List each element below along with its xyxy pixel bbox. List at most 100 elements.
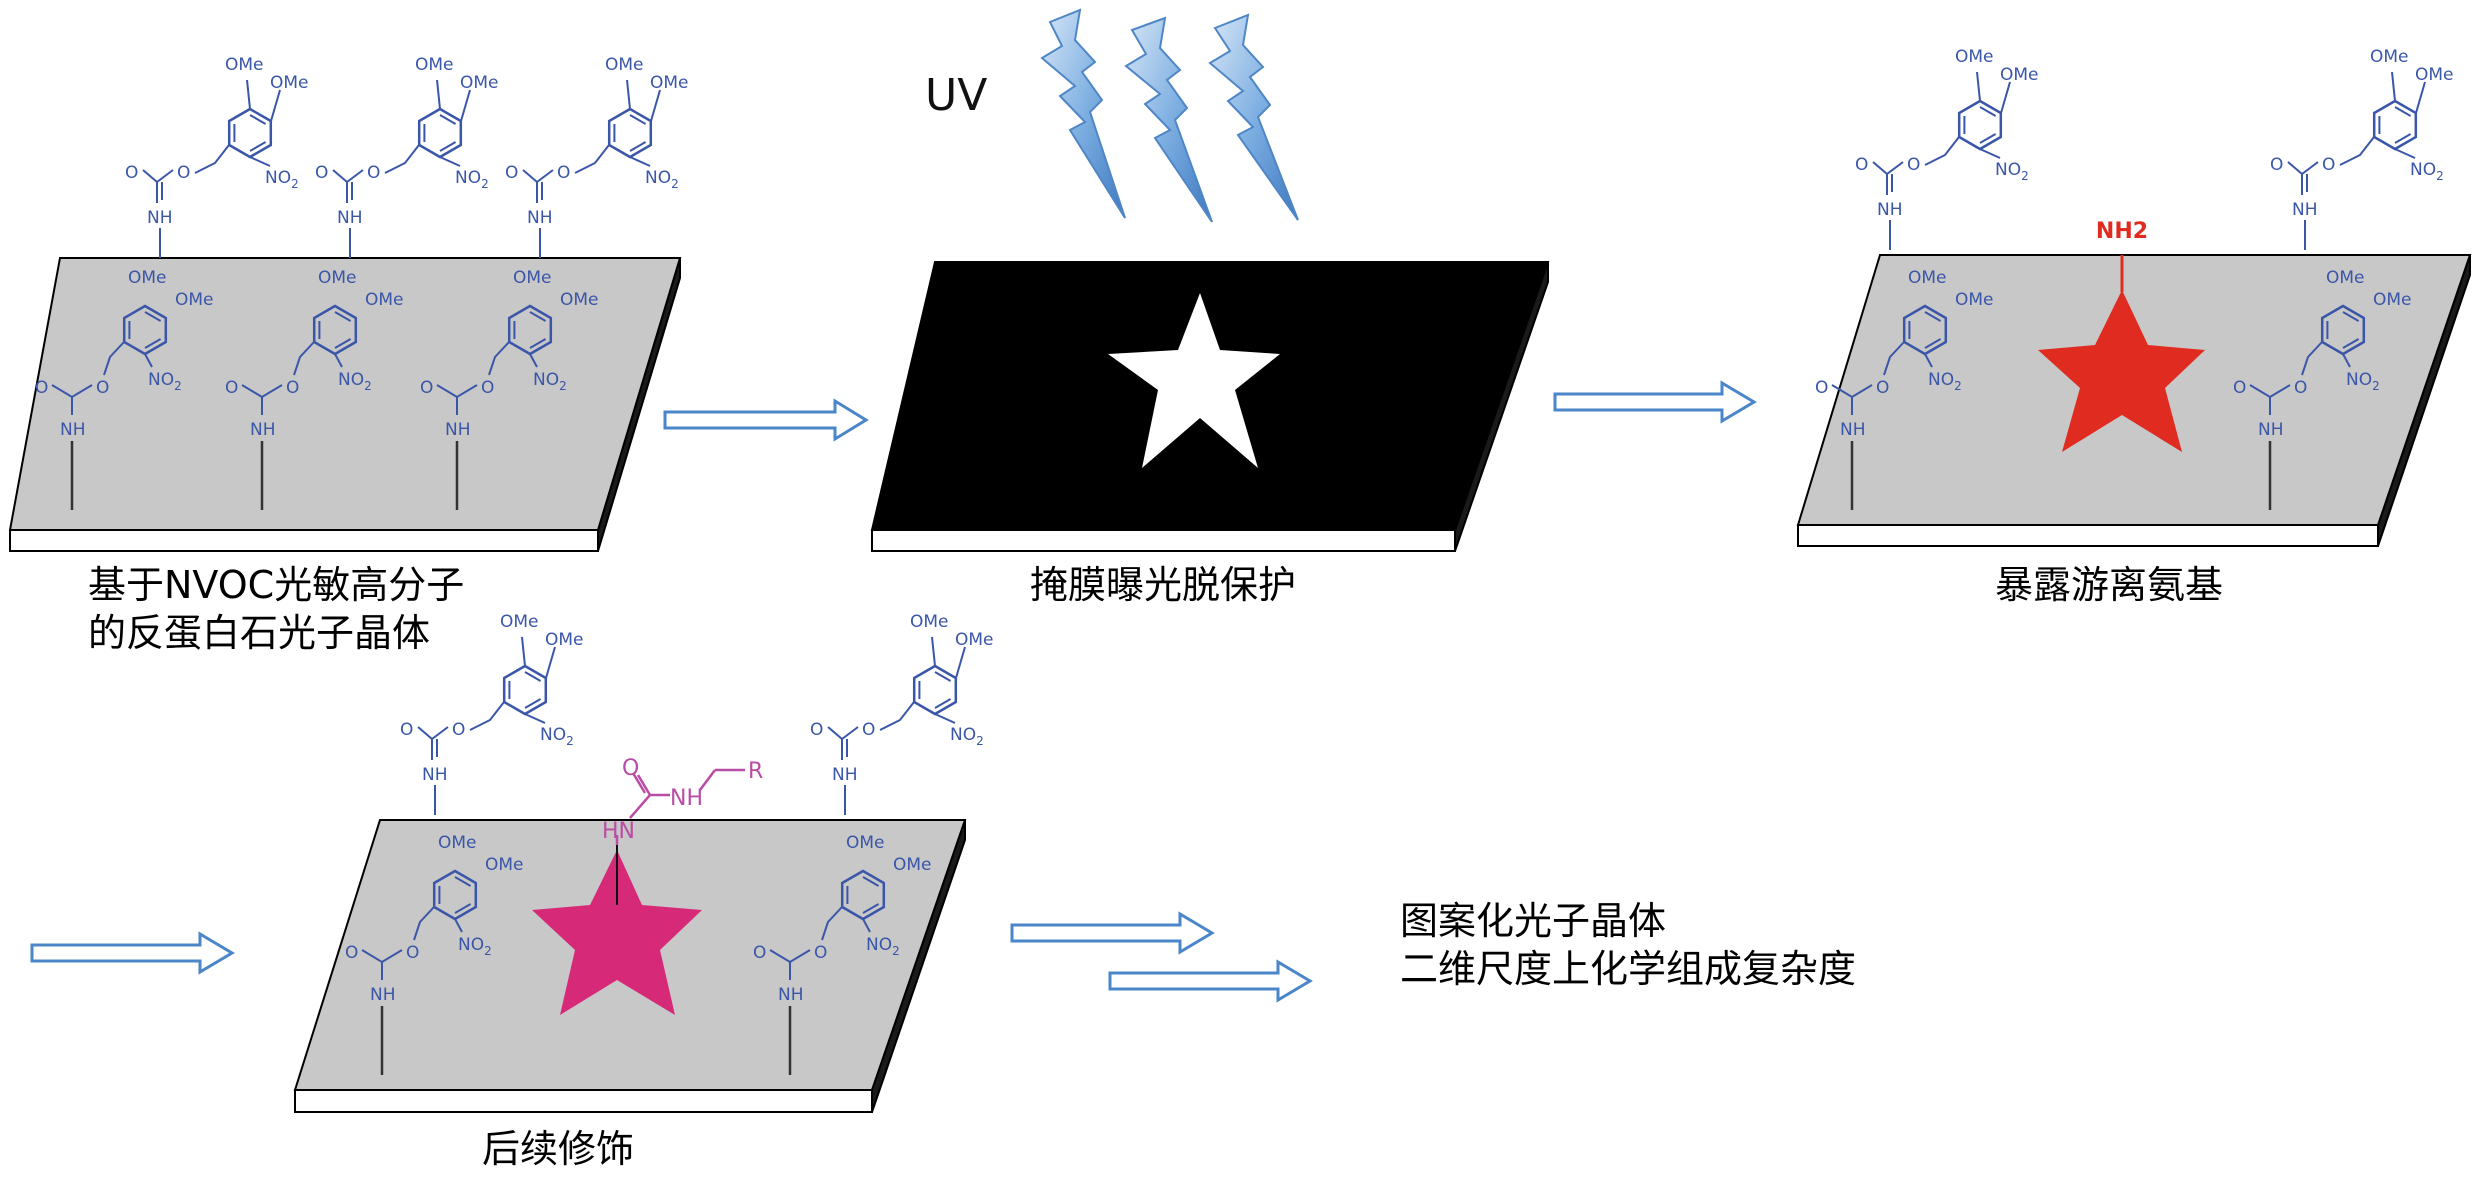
nh-label: NH: [422, 765, 448, 785]
ome-label: OMe: [2415, 65, 2454, 85]
result-caption-line2: 二维尺度上化学组成复杂度: [1400, 947, 1857, 991]
ome-label: OMe: [500, 612, 539, 632]
ome-label: OMe: [365, 290, 404, 310]
o-label: O: [810, 720, 823, 740]
photomask-plate: [870, 261, 1550, 552]
ome-label: OMe: [1955, 290, 1994, 310]
substrate-plate-3: [1796, 254, 2472, 547]
modified-star-magenta: [532, 850, 702, 1015]
o-label: O: [2322, 155, 2335, 175]
ome-label: OMe: [650, 73, 689, 93]
o-label: O: [814, 943, 827, 963]
no2-label: NO2: [540, 725, 574, 748]
ome-label: OMe: [270, 73, 309, 93]
no2-label: NO2: [338, 370, 372, 393]
o-label: O: [35, 378, 48, 398]
nh-label: NH: [832, 765, 858, 785]
nh-label: NH: [60, 420, 86, 440]
arrow-step4-to-result-lower: [1108, 959, 1313, 1003]
arrow-step2-to-step3: [1553, 380, 1757, 424]
no2-label: NO2: [950, 725, 984, 748]
ome-label: OMe: [955, 630, 994, 650]
benzene-ring: [2372, 99, 2418, 151]
no2-label: NO2: [866, 935, 900, 958]
o-label: O: [481, 378, 494, 398]
ome-label: OMe: [2373, 290, 2412, 310]
o-label: O: [125, 163, 138, 183]
ome-label: OMe: [910, 612, 949, 632]
mask-star-opening: [1108, 293, 1280, 468]
benzene-ring: [1957, 99, 2003, 151]
o-label: O: [345, 943, 358, 963]
nh-label: NH: [445, 420, 471, 440]
step1-caption-line2: 的反蛋白石光子晶体: [88, 611, 431, 655]
o-label: O: [1907, 155, 1920, 175]
arrow-step3-to-step4: [30, 931, 235, 975]
no2-label: NO2: [2346, 370, 2380, 393]
ome-label: OMe: [545, 630, 584, 650]
step1-caption-line1: 基于NVOC光敏高分子: [88, 563, 465, 607]
nh-label: NH: [147, 208, 173, 228]
step2-caption: 掩膜曝光脱保护: [1030, 563, 1297, 607]
no2-label: NO2: [645, 168, 679, 191]
uv-label: UV: [925, 70, 988, 121]
benzene-ring: [607, 107, 653, 159]
no2-label: NO2: [2410, 160, 2444, 183]
result-caption-line1: 图案化光子晶体: [1400, 899, 1667, 943]
o-label: O: [315, 163, 328, 183]
step3-caption: 暴露游离氨基: [1995, 563, 2224, 607]
o-label: O: [2270, 155, 2283, 175]
no2-label: NO2: [265, 168, 299, 191]
benzene-ring: [417, 107, 463, 159]
process-arrows: [30, 380, 1757, 1003]
ome-label: OMe: [2326, 268, 2365, 288]
ome-label: OMe: [2000, 65, 2039, 85]
ome-label: OMe: [415, 55, 454, 75]
nh-label: NH: [337, 208, 363, 228]
ome-label: OMe: [175, 290, 214, 310]
o-label: O: [1876, 378, 1889, 398]
uv-bolt-icon: [1208, 13, 1299, 221]
nh-label: NH: [370, 985, 396, 1005]
o-label: O: [286, 378, 299, 398]
benzene-ring: [502, 664, 548, 716]
o-label: O: [505, 163, 518, 183]
uv-bolt-icon: [1040, 8, 1126, 219]
no2-label: NO2: [458, 935, 492, 958]
arrow-step4-to-result-upper: [1010, 911, 1215, 955]
ome-label: OMe: [605, 55, 644, 75]
o-label: O: [400, 720, 413, 740]
ome-label: OMe: [560, 290, 599, 310]
ome-label: OMe: [460, 73, 499, 93]
uv-light-bolts: [1040, 8, 1299, 223]
substrate-plate-1: [8, 257, 682, 552]
ome-label: OMe: [513, 268, 552, 288]
exposed-star-red: [2038, 290, 2205, 452]
urea-r-label: R: [748, 759, 763, 784]
arrow-step1-to-step2: [663, 398, 869, 442]
uv-bolt-icon: [1124, 16, 1213, 223]
no2-label: NO2: [455, 168, 489, 191]
amine-group: NH2: [2096, 219, 2148, 292]
nh-label: NH: [2258, 420, 2284, 440]
ome-label: OMe: [128, 268, 167, 288]
urea-o-label: O: [622, 756, 639, 781]
o-label: O: [406, 943, 419, 963]
benzene-ring: [227, 107, 273, 159]
ome-label: OMe: [225, 55, 264, 75]
o-label: O: [1855, 155, 1868, 175]
nh-label: NH: [1840, 420, 1866, 440]
urea-linkage: [615, 768, 745, 905]
no2-label: NO2: [1928, 370, 1962, 393]
o-label: O: [1815, 378, 1828, 398]
